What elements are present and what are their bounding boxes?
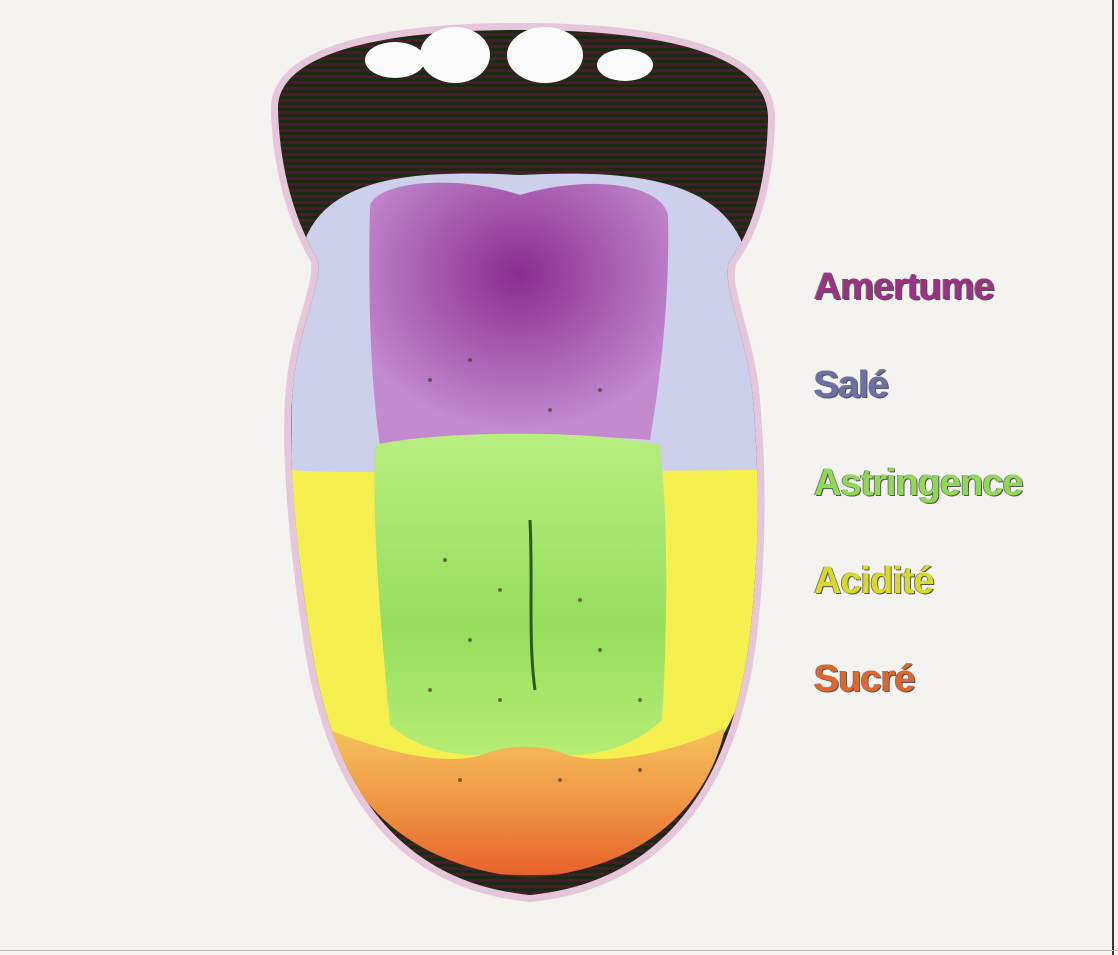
legend-acidite: Acidité [814,562,934,600]
frame-border-bottom [0,950,1118,951]
frame-border-right [1112,0,1114,955]
legend-amertume: Amertume [814,268,994,306]
legend-astringence: Astringence [814,464,1023,502]
legend-sucre: Sucré [814,660,915,698]
legend-sale: Salé [814,366,888,404]
